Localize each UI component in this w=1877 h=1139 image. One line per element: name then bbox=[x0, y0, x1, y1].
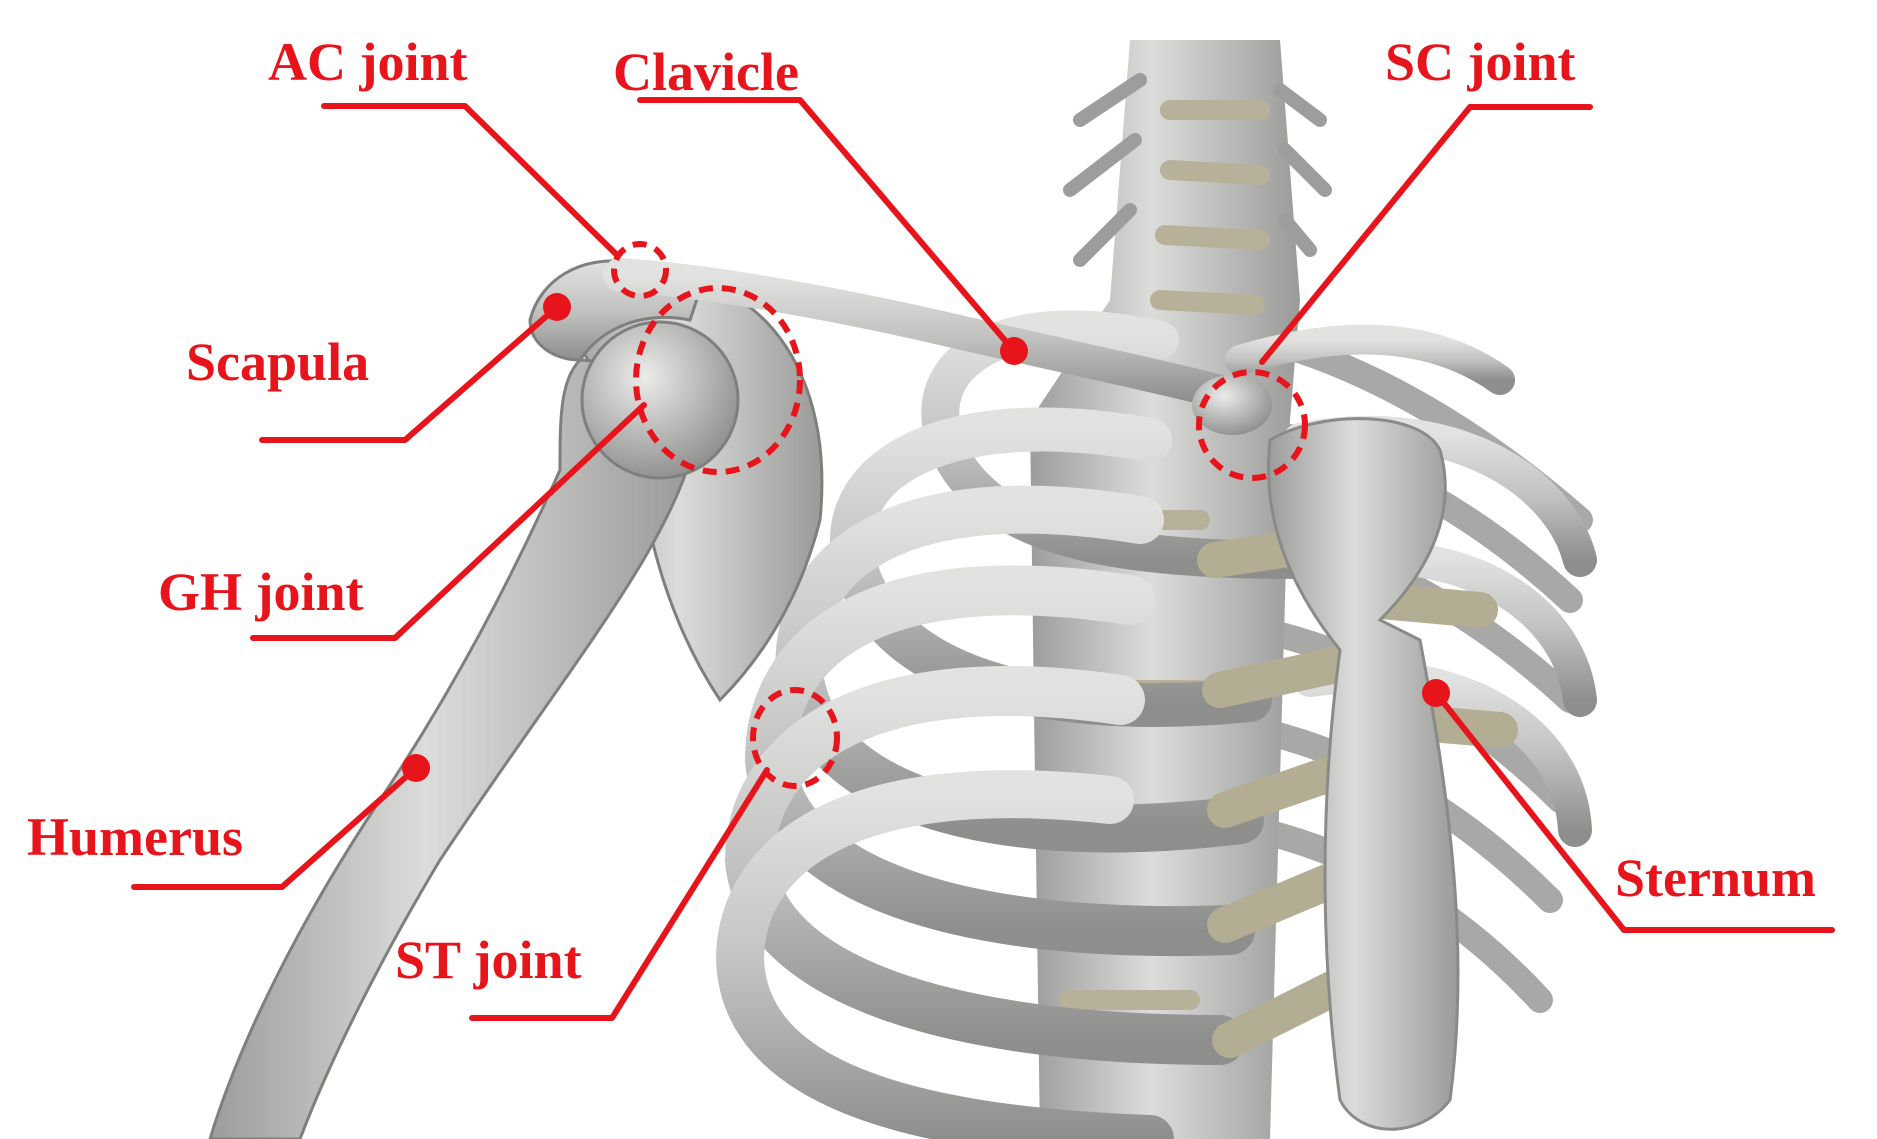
st-joint-marker bbox=[750, 687, 840, 789]
label-sc-joint: SC joint bbox=[1385, 32, 1576, 92]
sternum-bone bbox=[1266, 417, 1460, 1131]
sc-joint-leader bbox=[1259, 104, 1593, 365]
gh-joint-leader bbox=[250, 402, 647, 641]
scapula-anchor-dot bbox=[543, 293, 571, 321]
ac-joint-marker bbox=[611, 241, 669, 299]
clavicle-leader bbox=[637, 97, 1017, 354]
annotation-layer: AC joint Clavicle SC joint Scapula GH jo… bbox=[27, 32, 1835, 1021]
label-ac-joint: AC joint bbox=[268, 32, 468, 92]
sternum-leader bbox=[1433, 690, 1835, 933]
clavicle-bone bbox=[603, 258, 1267, 417]
skeleton-render bbox=[208, 40, 1597, 1139]
label-st-joint: ST joint bbox=[395, 930, 582, 990]
label-scapula: Scapula bbox=[186, 332, 369, 392]
label-gh-joint: GH joint bbox=[158, 562, 364, 622]
right-clavicle-bone bbox=[1225, 324, 1515, 395]
gh-joint-marker bbox=[633, 285, 803, 475]
sc-joint-head bbox=[1192, 375, 1272, 435]
clavicle-anchor-dot bbox=[1000, 337, 1028, 365]
scapula-leader bbox=[259, 304, 560, 443]
rib-cage-front bbox=[715, 310, 1597, 1139]
humerus-leader bbox=[131, 765, 419, 890]
st-joint-leader bbox=[469, 767, 770, 1021]
humerus-anchor-dot bbox=[402, 754, 430, 782]
sc-joint-marker bbox=[1196, 369, 1308, 481]
label-humerus: Humerus bbox=[27, 807, 243, 867]
sternum-anchor-dot bbox=[1422, 679, 1450, 707]
label-sternum: Sternum bbox=[1615, 848, 1816, 908]
label-clavicle: Clavicle bbox=[613, 42, 799, 102]
ac-joint-leader bbox=[321, 103, 621, 259]
